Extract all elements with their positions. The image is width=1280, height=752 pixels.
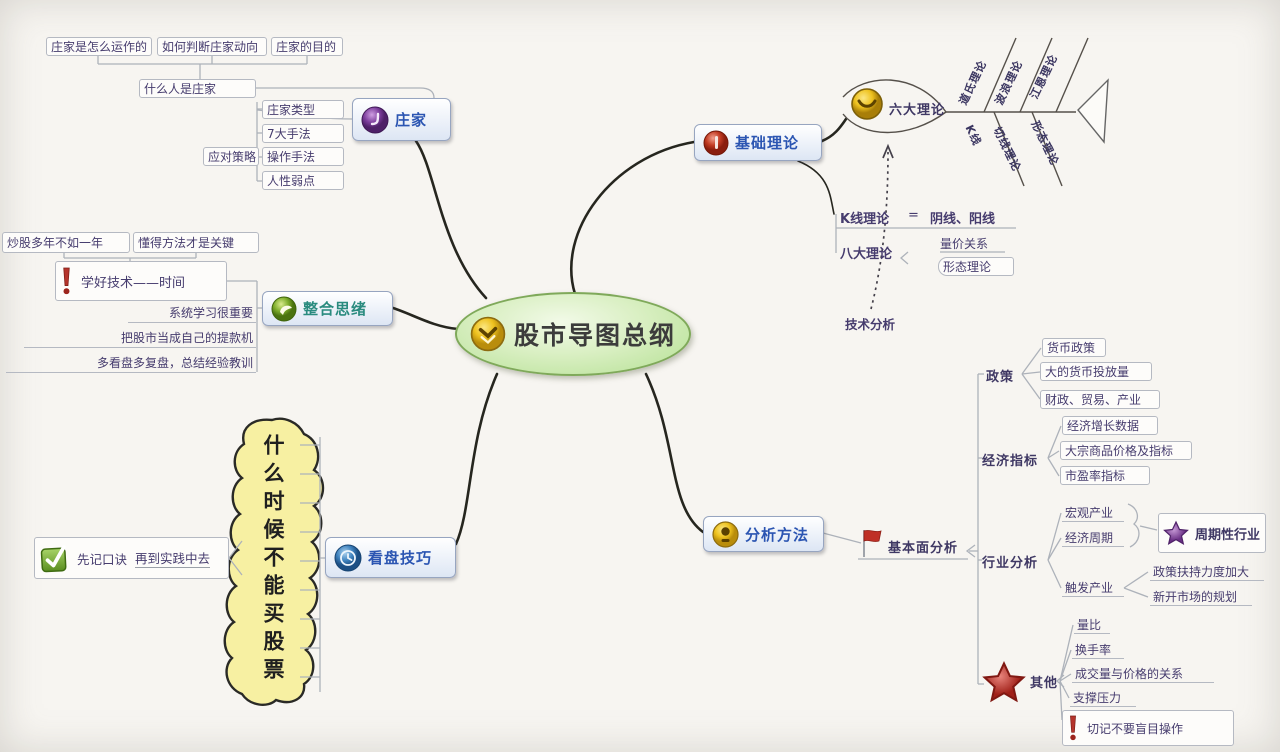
check-note-part2: 再到实践中去 bbox=[135, 548, 211, 568]
integrate-warning-box: 学好技术——时间 bbox=[55, 261, 227, 301]
industry-item-1: 宏观产业 bbox=[1062, 503, 1124, 522]
fish-label-3: 江恩理论 bbox=[1027, 52, 1061, 102]
policy-item-2: 大的货币投放量 bbox=[1040, 362, 1152, 381]
other-item-2: 换手率 bbox=[1072, 641, 1124, 659]
industry-item-3: 触发产业 bbox=[1062, 578, 1124, 597]
indicator-item-3: 市盈率指标 bbox=[1060, 466, 1150, 485]
group-policy-label: 政策 bbox=[986, 370, 1015, 385]
group-indicators-label: 经济指标 bbox=[982, 454, 1039, 469]
fish-label-4: K线 bbox=[962, 122, 984, 148]
equals-sign: = bbox=[908, 208, 919, 223]
cloud-vertical-text: 什么时候不能买股票 bbox=[261, 434, 285, 686]
group-other-label: 其他 bbox=[1030, 676, 1059, 691]
node-six-theories-label: 六大理论 bbox=[889, 103, 946, 118]
book-icon bbox=[470, 316, 506, 352]
banker-top-box-2: 如何判断庄家动向 bbox=[157, 37, 267, 56]
node-analysis: 分析方法 bbox=[703, 516, 824, 552]
kline-row1-label: K线理论 bbox=[840, 212, 890, 227]
indicator-item-1: 经济增长数据 bbox=[1062, 416, 1158, 435]
banker-top-box-3: 庄家的目的 bbox=[271, 37, 343, 56]
banker-item-4: 人性弱点 bbox=[262, 171, 344, 190]
exclamation-icon bbox=[63, 267, 70, 295]
fish-label-5: 切线理论 bbox=[990, 124, 1024, 174]
node-basic-theory-label: 基础理论 bbox=[735, 134, 800, 152]
industry-sub-1: 政策扶持力度加大 bbox=[1150, 563, 1264, 581]
kline-row2-item1: 量价关系 bbox=[940, 237, 989, 251]
red-flag-icon bbox=[863, 530, 882, 557]
node-analysis-label: 分析方法 bbox=[745, 525, 810, 544]
banker-item-3: 操作手法 bbox=[262, 147, 344, 166]
other-item-4: 支撑压力 bbox=[1070, 689, 1136, 707]
other-item-1: 量比 bbox=[1074, 616, 1110, 634]
group-industry-label: 行业分析 bbox=[982, 556, 1039, 571]
integrate-row-1: 系统学习很重要 bbox=[128, 303, 256, 323]
banker-item-1: 庄家类型 bbox=[262, 100, 344, 119]
green-sphere-icon bbox=[271, 296, 297, 321]
policy-item-1: 货币政策 bbox=[1042, 338, 1106, 357]
exclamation-icon bbox=[1070, 715, 1076, 741]
node-banker: 庄家 bbox=[352, 98, 451, 141]
node-cyclical-industry: 周期性行业 bbox=[1158, 513, 1266, 553]
node-integrate-label: 整合思绪 bbox=[303, 300, 368, 318]
banker-side-item: 应对策略 bbox=[203, 147, 259, 166]
red-sphere-1-icon bbox=[703, 130, 729, 155]
policy-item-3: 财政、贸易、产业 bbox=[1040, 390, 1160, 409]
integrate-row-3: 多看盘多复盘，总结经验教训 bbox=[6, 353, 256, 373]
industry-item-2: 经济周期 bbox=[1062, 528, 1124, 547]
fish-label-2: 波浪理论 bbox=[992, 58, 1026, 108]
banker-top-box-1: 庄家是怎么运作的 bbox=[46, 37, 152, 56]
cyclical-industry-label: 周期性行业 bbox=[1195, 527, 1261, 543]
node-basic-theory: 基础理论 bbox=[694, 124, 822, 161]
banker-item-2: 7大手法 bbox=[262, 124, 344, 143]
node-watch-label: 看盘技巧 bbox=[368, 549, 433, 567]
kline-row2-item2: 形态理论 bbox=[938, 257, 1014, 276]
node-fundamental-label: 基本面分析 bbox=[888, 541, 959, 556]
banker-mid-box: 什么人是庄家 bbox=[139, 79, 256, 98]
fishbone-arrowhead bbox=[1077, 78, 1109, 144]
purple-star-icon bbox=[1163, 520, 1189, 546]
checkbox-icon bbox=[40, 545, 67, 573]
kline-row2-label: 八大理论 bbox=[840, 247, 893, 262]
fish-label-1: 道氏理论 bbox=[956, 58, 990, 108]
central-topic: 股市导图总纲 bbox=[455, 292, 691, 376]
blue-sphere-clock-icon bbox=[334, 544, 362, 571]
kline-row1-value: 阴线、阳线 bbox=[930, 212, 996, 227]
purple-sphere-icon bbox=[361, 106, 389, 133]
integrate-top-box-2: 懂得方法才是关键 bbox=[133, 232, 259, 253]
central-topic-label: 股市导图总纲 bbox=[513, 321, 676, 350]
node-watch: 看盘技巧 bbox=[325, 537, 456, 578]
indicator-item-2: 大宗商品价格及指标 bbox=[1060, 441, 1192, 460]
other-warning-box: 切记不要盲目操作 bbox=[1062, 710, 1234, 746]
fish-label-6: 形态理论 bbox=[1028, 118, 1062, 168]
dotted-arrow bbox=[870, 143, 894, 310]
node-integrate: 整合思绪 bbox=[262, 291, 393, 326]
technical-analysis-label: 技术分析 bbox=[845, 317, 896, 332]
integrate-row-2: 把股市当成自己的提款机 bbox=[24, 328, 256, 348]
integrate-top-box-1: 炒股多年不如一年 bbox=[2, 232, 130, 253]
node-banker-label: 庄家 bbox=[395, 111, 428, 129]
smiley-icon bbox=[851, 88, 883, 120]
industry-sub-2: 新开市场的规划 bbox=[1150, 588, 1252, 606]
yellow-clock-icon bbox=[712, 520, 739, 548]
red-star-icon bbox=[982, 660, 1026, 703]
other-item-3: 成交量与价格的关系 bbox=[1072, 665, 1214, 683]
watch-check-note: 先记口诀 再到实践中去 bbox=[34, 537, 229, 579]
check-note-part1: 先记口诀 bbox=[77, 551, 128, 567]
